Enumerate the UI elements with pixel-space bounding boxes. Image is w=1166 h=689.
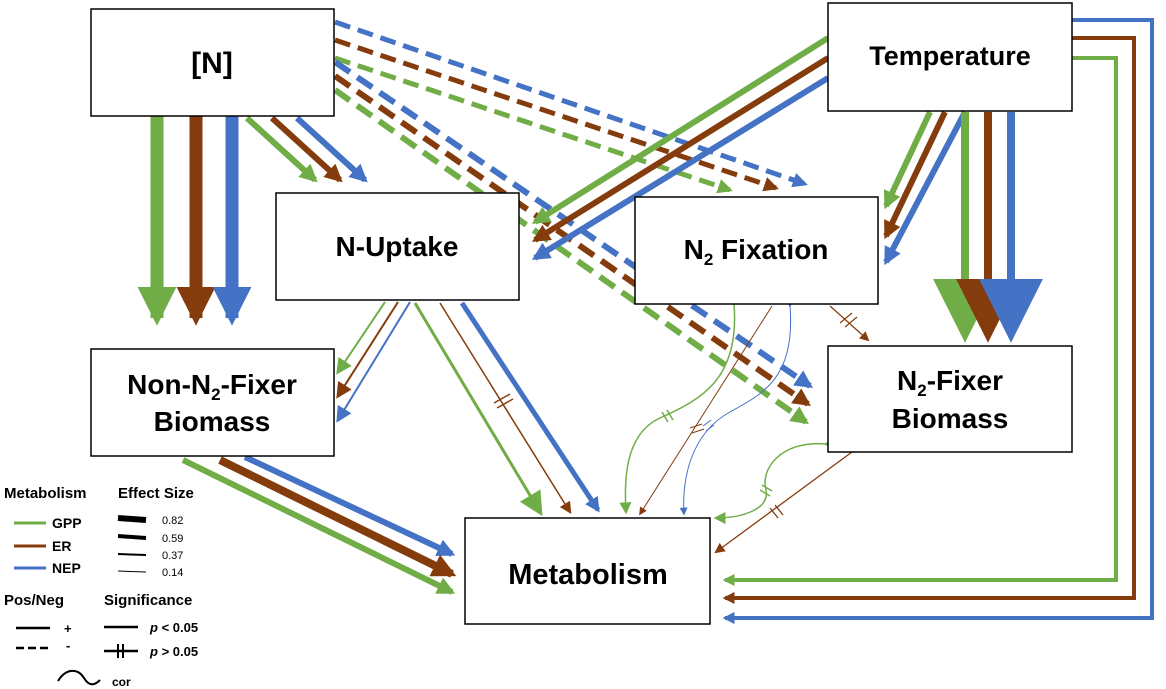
edge-uptake-nonfixer-er [336,301,399,399]
edge-temp-fixation-gpp [883,110,933,210]
nonsig-tick-cor-fixer-1 [759,489,771,497]
edge-nonfixer-metabolism-gpp [181,457,456,595]
nonsig-tick-fix-fixer-1 [839,312,853,324]
edge-n-uptake-gpp [244,115,318,183]
edge-temp-uptake-nep [531,75,830,261]
edge-n-fixer-er [333,73,811,407]
legend-gpp-label: GPP [52,515,82,531]
edge-n-fixation-er [334,37,779,192]
edge-temp-fixation-er [883,110,948,240]
cor-fixation-metabolism-gpp [619,293,740,515]
legend-effect-2-swatch [117,553,147,556]
legend: Metabolism Effect Size GPP ER NEP 0.82 0… [4,485,198,689]
legend-er-label: ER [52,538,71,554]
node-n-uptake: N-Uptake [275,192,520,301]
edge-nonfixer-metabolism-nep [243,454,456,557]
nonsig-tick-cor-fixer-2 [761,484,773,492]
node-fixer-label-line2: Biomass [892,403,1009,434]
nonsig-tick-cor-gpp-2 [666,409,674,421]
legend-metabolism-title: Metabolism [4,485,87,502]
edge-n-uptake-er [269,115,343,183]
edge-uptake-metabolism-nep [459,301,601,513]
node-metabolism-label: Metabolism [508,559,668,591]
legend-effect-0-swatch [117,515,147,523]
edge-fixation-metabolism-er [639,305,773,516]
node-fixer-biomass: N2-Fixer Biomass [827,345,1073,453]
edge-uptake-metabolism-er [439,302,572,515]
legend-pos-label: + [64,621,72,636]
legend-effect-title: Effect Size [118,485,194,502]
edge-fixer-metabolism-er [714,451,853,554]
legend-sig-label: p < 0.05 [149,620,198,635]
node-non-fixer-label-line1: Non-N2-Fixer [127,369,297,404]
node-n2-fixation: N2 Fixation [634,196,879,305]
legend-effect-1-swatch [117,534,147,540]
cor-fixation-metabolism-nep [679,299,794,516]
nonsig-tick-fix-met-er-1 [689,423,703,429]
edge-n-fixation-nep [334,19,808,188]
node-n2-fixation-label: N2 Fixation [684,234,829,269]
edge-temp-metabolism-gpp [722,56,1118,586]
edge-n-fixer-gpp [333,87,809,425]
legend-effect-3-swatch [117,570,147,573]
legend-effect-2-label: 0.37 [162,550,183,562]
legend-posneg-title: Pos/Neg [4,592,64,609]
legend-effect-3-label: 0.14 [162,567,183,579]
nonsig-tick-fixer-met-1 [769,507,779,519]
nonsig-tick-cor-nep-1 [702,419,712,427]
edge-n-uptake-nep [294,115,368,183]
nonsig-tick-cor-gpp-1 [661,411,669,423]
legend-effect-0-label: 0.82 [162,515,183,527]
edge-temp-metabolism-nep [722,18,1154,624]
edge-temp-fixation-nep [883,110,968,266]
node-non-fixer-label-line2: Biomass [154,406,271,437]
edge-nonfixer-metabolism-er [218,456,457,578]
edge-uptake-metabolism-gpp [413,302,543,517]
node-fixer-label-line1: N2-Fixer [897,365,1003,400]
legend-nep-label: NEP [52,560,81,576]
edge-uptake-nonfixer-gpp [336,301,386,375]
edge-temp-uptake-er [531,55,830,243]
edges [137,18,1154,624]
legend-cor-label: cor [112,675,131,689]
edge-temp-metabolism-er [722,36,1136,604]
legend-nonsig-label: p > 0.05 [149,644,198,659]
node-n: [N] [90,8,335,117]
node-metabolism: Metabolism [464,517,711,625]
node-n-label: [N] [191,47,233,80]
legend-significance-title: Significance [104,592,192,609]
nonsig-tick-uptake-er-2 [496,398,514,409]
nonsig-tick-fixer-met-2 [774,504,784,516]
legend-neg-label: - [66,638,70,653]
node-n-uptake-label: N-Uptake [336,231,459,262]
edge-uptake-nonfixer-nep [336,301,411,423]
cor-fixer-metabolism-gpp [713,438,837,524]
node-temperature: Temperature [827,2,1073,112]
legend-cor-swatch [57,669,101,686]
nonsig-tick-cor-nep-2 [705,424,715,432]
nonsig-tick-uptake-er-1 [493,393,511,404]
edge-n-fixation-gpp [334,55,733,194]
nonsig-tick-fix-fixer-2 [844,316,858,328]
node-non-fixer-biomass: Non-N2-Fixer Biomass [90,348,335,457]
node-temperature-label: Temperature [869,41,1031,71]
edge-n-fixer-nep [333,59,813,389]
edge-temp-uptake-gpp [531,35,830,225]
legend-effect-1-label: 0.59 [162,533,183,545]
